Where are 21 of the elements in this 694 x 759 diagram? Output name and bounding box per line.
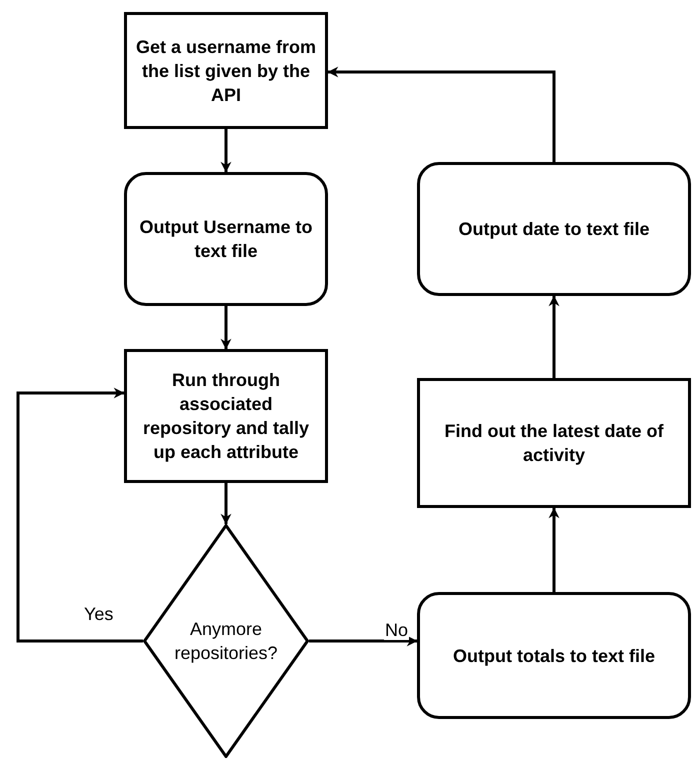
decision-text: Anymore repositories?	[173, 618, 279, 665]
arrow	[327, 66, 556, 162]
step-text: Output totals to text file	[452, 644, 656, 668]
step-text: Find out the latest date of activity	[444, 420, 664, 467]
process-box	[124, 349, 328, 483]
arrow	[220, 483, 232, 525]
rounded-process-box	[417, 592, 691, 719]
step-text: Output Username to text file	[138, 216, 314, 263]
step-text: Get a username from the list given by the API	[134, 36, 318, 106]
process-box	[124, 12, 328, 129]
process-box	[417, 378, 691, 508]
step-text: Run through associated repository and tally up each attribute	[142, 369, 310, 464]
arrow	[220, 129, 232, 173]
arrow	[548, 295, 560, 378]
arrow	[309, 636, 418, 646]
rounded-process-box	[124, 172, 328, 306]
rounded-process-box	[417, 162, 691, 296]
arrow	[220, 306, 232, 350]
arrow	[16, 388, 143, 642]
arrow	[548, 507, 560, 592]
step-text: Output date to text file	[458, 218, 650, 241]
